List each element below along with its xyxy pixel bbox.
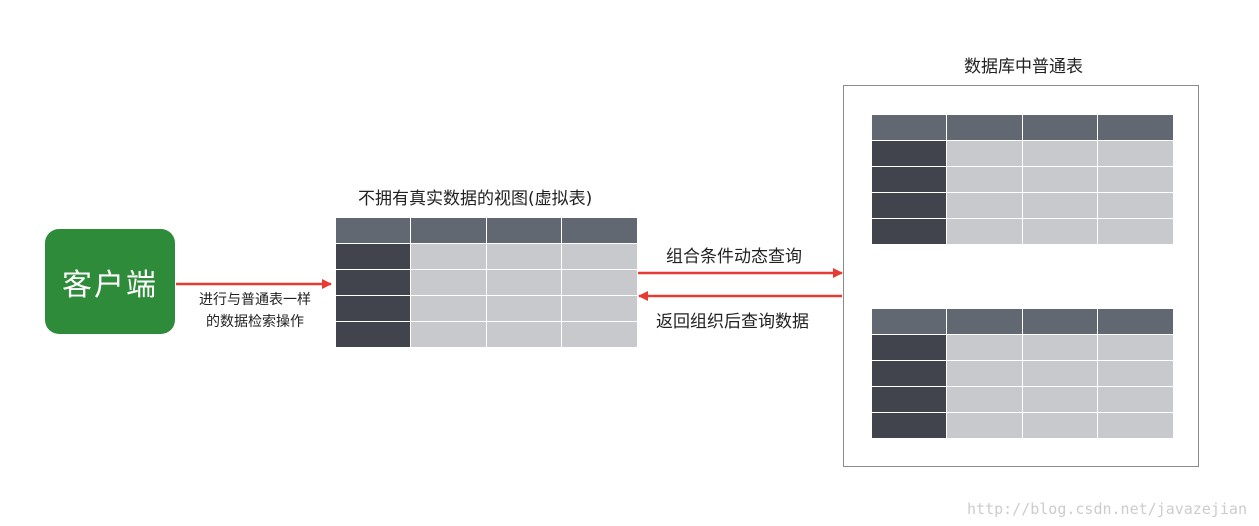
view-body-cell [411,322,486,347]
db-body-cell [1023,413,1097,438]
db-body-cell [1023,335,1097,360]
db-body-cell [1098,335,1173,360]
db-table-1 [872,115,1173,244]
db-header-cell [1023,309,1097,334]
db-body-cell [1098,413,1173,438]
db-key-cell [872,167,946,192]
db-header-cell [872,115,946,140]
db-body-cell [947,361,1022,386]
view-body-cell [487,244,561,269]
db-body-cell [1098,219,1173,244]
view-table [336,218,637,347]
view-header-cell [411,218,486,243]
db-body-cell [1098,361,1173,386]
db-key-cell [872,219,946,244]
view-header-cell [487,218,561,243]
db-body-cell [1023,361,1097,386]
view-body-cell [562,322,637,347]
client-label: 客户端 [62,267,158,303]
db-body-cell [947,219,1022,244]
db-header-cell [1098,115,1173,140]
view-body-cell [411,296,486,321]
db-body-cell [1098,193,1173,218]
view-body-cell [562,244,637,269]
db-body-cell [947,141,1022,166]
db-key-cell [872,141,946,166]
db-key-cell [872,335,946,360]
db-body-cell [947,387,1022,412]
view-title: 不拥有真实数据的视图(虚拟表) [358,189,593,209]
db-header-cell [947,115,1022,140]
db-body-cell [947,193,1022,218]
view-body-cell [487,322,561,347]
back-arrow-label: 返回组织后查询数据 [656,312,809,332]
view-body-cell [411,270,486,295]
db-key-cell [872,413,946,438]
db-body-cell [947,413,1022,438]
forward-arrow-label: 组合条件动态查询 [666,247,802,267]
db-key-cell [872,387,946,412]
db-header-cell [947,309,1022,334]
db-key-cell [872,361,946,386]
view-header-cell [562,218,637,243]
view-header-cell [336,218,410,243]
view-key-cell [336,322,410,347]
client-to-view-label-line2: 的数据检索操作 [206,314,304,330]
db-body-cell [1023,219,1097,244]
db-body-cell [1098,387,1173,412]
view-key-cell [336,270,410,295]
view-key-cell [336,244,410,269]
db-body-cell [947,335,1022,360]
client-box: 客户端 [45,229,175,334]
database-title: 数据库中普通表 [964,57,1083,77]
view-body-cell [487,296,561,321]
db-header-cell [1023,115,1097,140]
view-body-cell [487,270,561,295]
db-body-cell [1098,167,1173,192]
db-table-2 [872,309,1173,438]
view-key-cell [336,296,410,321]
db-body-cell [1023,141,1097,166]
db-body-cell [1023,167,1097,192]
view-body-cell [562,296,637,321]
client-to-view-label-line1: 进行与普通表一样 [199,292,311,308]
view-body-cell [411,244,486,269]
db-body-cell [947,167,1022,192]
db-header-cell [1098,309,1173,334]
db-body-cell [1023,193,1097,218]
db-body-cell [1098,141,1173,166]
db-body-cell [1023,387,1097,412]
db-header-cell [872,309,946,334]
db-key-cell [872,193,946,218]
watermark: http://blog.csdn.net/javazejian [967,500,1247,518]
view-body-cell [562,270,637,295]
client-to-view-label: 进行与普通表一样 的数据检索操作 [182,289,328,333]
